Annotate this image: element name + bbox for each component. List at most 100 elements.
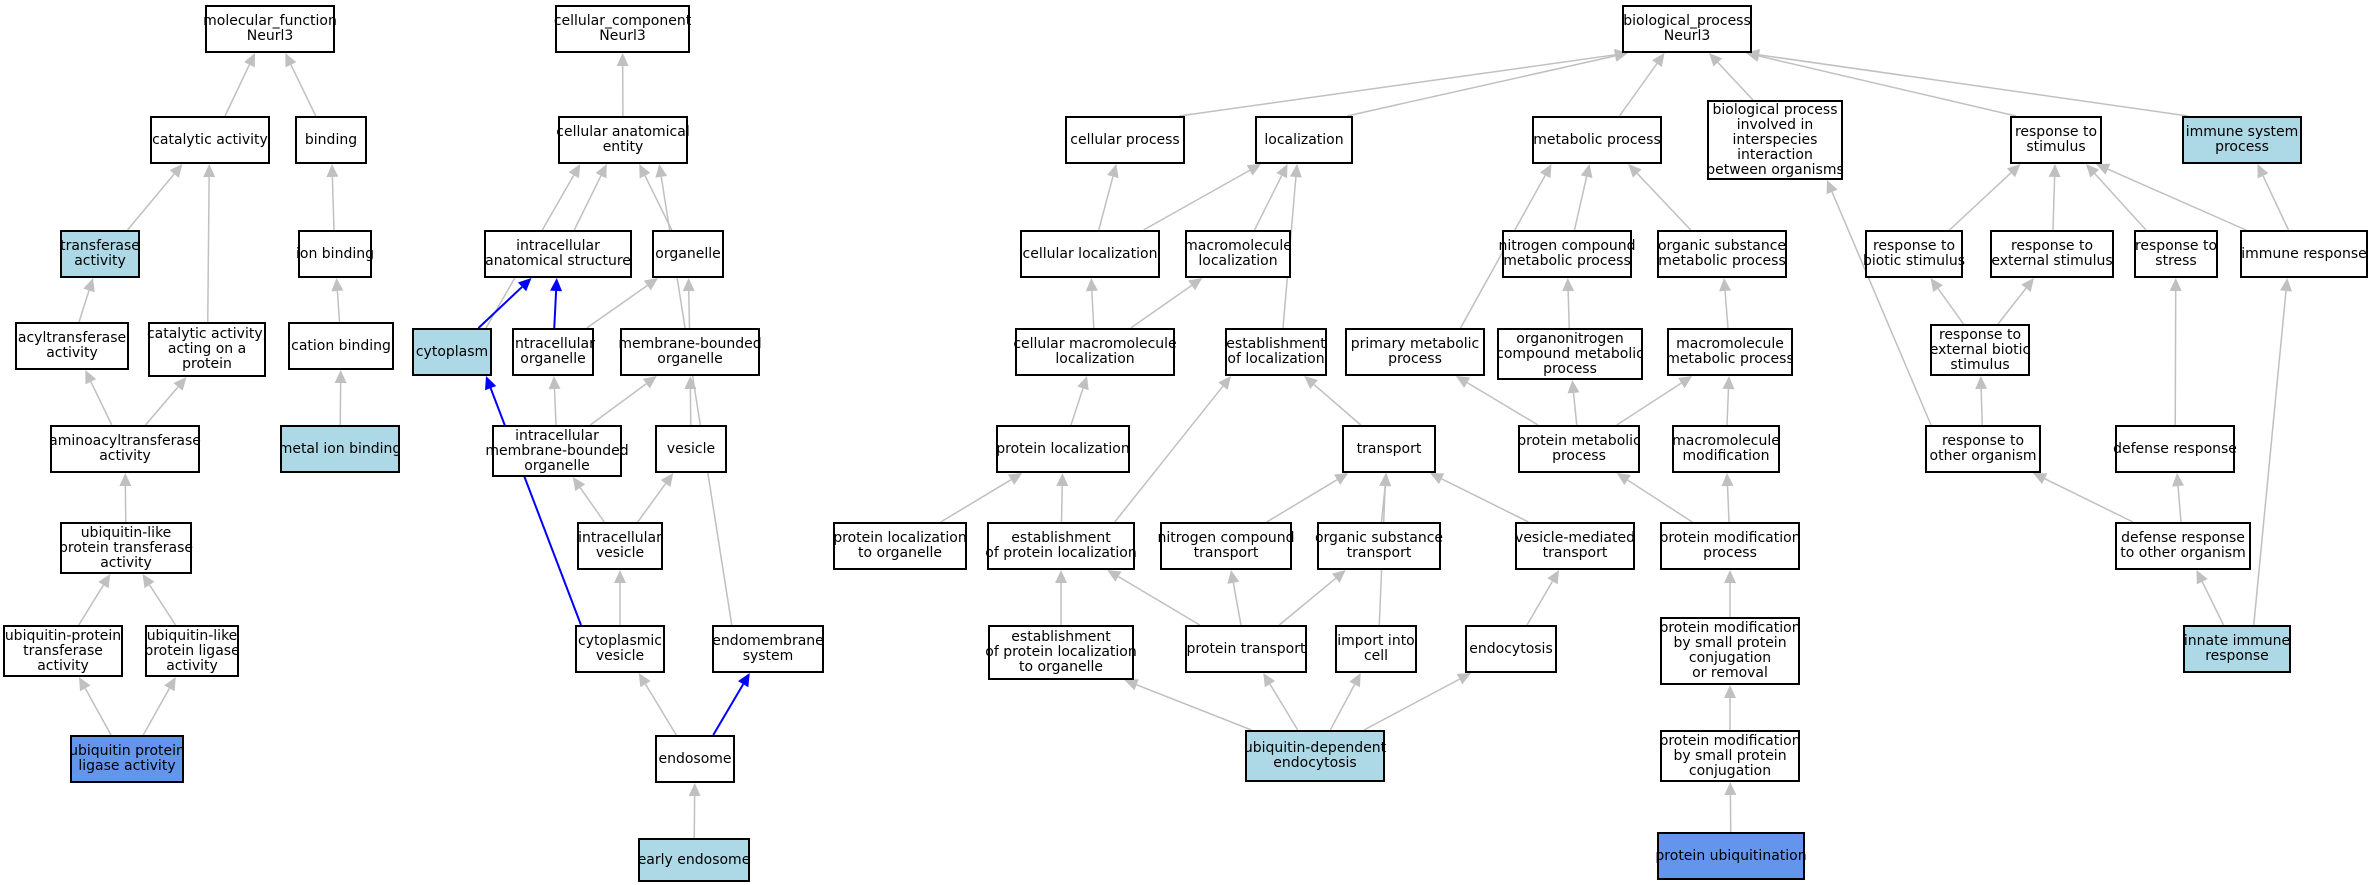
- arrowhead-icon: [1056, 473, 1069, 487]
- term-label: transferase: [60, 238, 140, 254]
- term-label: import into: [1337, 633, 1415, 649]
- term-label: membrane-bounded: [618, 336, 762, 352]
- edge-cloc-to-loc: [1143, 169, 1251, 231]
- edge-acyl-to-transf: [78, 290, 90, 323]
- edge-cp-to-bp: [1178, 54, 1616, 117]
- term-label: intracellular: [515, 427, 599, 444]
- arrowhead-icon: [1456, 376, 1471, 388]
- term-node-bind: binding: [295, 116, 367, 164]
- term-node-ptrans: protein transport: [1185, 625, 1307, 673]
- term-label: membrane-bounded: [485, 442, 629, 459]
- term-label: localization: [1264, 131, 1344, 148]
- term-label: protein transferase: [59, 539, 193, 556]
- arrowhead-icon: [326, 164, 339, 178]
- term-label: nitrogen compound: [1157, 530, 1295, 546]
- term-label: transport: [1542, 545, 1608, 561]
- term-node-defr: defense response: [2113, 425, 2237, 473]
- arrowhead-icon: [1055, 570, 1067, 583]
- arrowhead-icon: [119, 473, 132, 487]
- term-label: process: [1703, 545, 1757, 561]
- arrowhead-icon: [568, 164, 581, 179]
- term-label: process: [2215, 139, 2269, 155]
- term-label: ubiquitin-like: [80, 524, 172, 541]
- arrowhead-icon: [2257, 164, 2269, 179]
- arrowhead-icon: [1124, 679, 1139, 691]
- arrowhead-icon: [2033, 473, 2048, 485]
- arrowhead-icon: [79, 677, 91, 692]
- edge-mloc-to-loc: [1253, 175, 1283, 231]
- arrowhead-icon: [1289, 164, 1302, 178]
- edge-endo-to-cv: [644, 683, 677, 736]
- arrowhead-icon: [2086, 164, 2100, 178]
- edge-cyto-to-ias: [477, 286, 523, 329]
- edge-plocorg-to-ploc: [940, 479, 1012, 523]
- edge-defrother-to-defr: [2177, 485, 2182, 523]
- term-label: catalytic activity,: [146, 326, 268, 342]
- arrowhead-icon: [1188, 278, 1203, 291]
- term-label: localization: [1055, 351, 1135, 367]
- arrowhead-icon: [1724, 685, 1736, 698]
- edge-protmp-to-pmp: [1466, 382, 1539, 426]
- arrowhead-icon: [1331, 570, 1346, 583]
- edge-aminoacyl-to-acyl: [90, 381, 113, 426]
- term-label: metabolic process: [1666, 351, 1794, 367]
- term-label: endocytosis: [1273, 755, 1357, 771]
- term-label: activity: [74, 253, 126, 269]
- term-label: activity: [46, 345, 98, 361]
- term-label: protein modification: [1659, 732, 1801, 749]
- term-label: entity: [602, 139, 644, 155]
- arrowhead-icon: [173, 377, 187, 391]
- term-label: vesicle: [666, 440, 716, 457]
- arrowhead-icon: [1263, 673, 1276, 688]
- term-label: to other organism: [2120, 545, 2246, 561]
- term-label: ligase activity: [78, 758, 176, 774]
- term-label: cytoplasm: [415, 343, 489, 360]
- arrowhead-icon: [614, 570, 626, 583]
- term-label: acyltransferase: [17, 330, 127, 346]
- term-label: localization: [1198, 253, 1278, 269]
- arrowhead-icon: [737, 673, 750, 688]
- arrowhead-icon: [1721, 473, 1734, 487]
- arrowhead-icon: [1724, 782, 1737, 796]
- edge-cloc-to-cp: [1098, 176, 1114, 231]
- term-label: establishment: [1011, 629, 1111, 645]
- edge-mbo-to-org: [688, 290, 691, 329]
- term-label: system: [742, 648, 794, 664]
- edge-imresp-to-rstim: [2107, 168, 2247, 231]
- arrowhead-icon: [1304, 376, 1319, 390]
- edge-org-to-cae: [644, 175, 673, 231]
- term-label: intracellular: [511, 336, 595, 352]
- term-label: intracellular: [516, 238, 600, 254]
- term-label: external stimulus: [1991, 253, 2113, 269]
- term-label: endosome: [658, 750, 732, 767]
- term-label: conjugation: [1688, 650, 1772, 666]
- arrowhead-icon: [1107, 164, 1119, 179]
- term-label: transport: [1193, 545, 1259, 561]
- arrowhead-icon: [572, 477, 586, 492]
- term-label: early endosome: [637, 851, 751, 868]
- arrowhead-icon: [164, 677, 176, 692]
- term-label: protein modification: [1659, 530, 1801, 546]
- arrowhead-icon: [1930, 278, 1943, 293]
- arrowhead-icon: [1724, 570, 1736, 583]
- term-label: cytoplasmic: [578, 633, 662, 649]
- arrowhead-icon: [2021, 278, 2034, 292]
- term-node-trans: transport: [1342, 425, 1436, 473]
- term-label: macromolecule: [1676, 336, 1784, 352]
- edge-protmp-to-oncmp: [1572, 392, 1578, 426]
